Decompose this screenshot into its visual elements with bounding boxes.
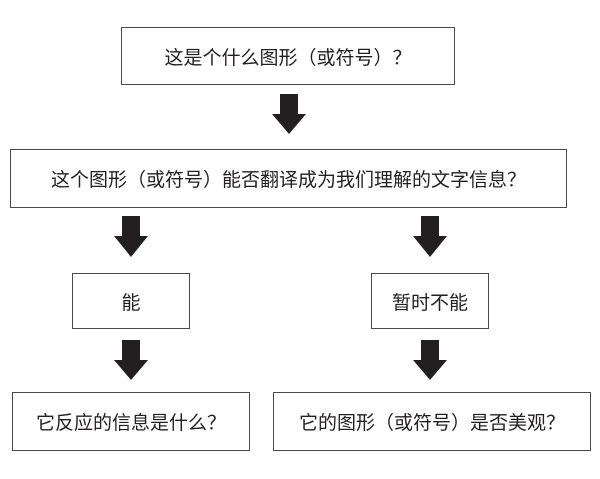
arrow-down-icon — [413, 340, 447, 380]
arrow-down-icon — [114, 340, 148, 380]
branch-box-yes: 能 — [72, 273, 190, 329]
result-is-it-beautiful-text: 它的图形（或符号）是否美观？ — [298, 412, 565, 434]
branch-box-not-yet: 暂时不能 — [371, 273, 489, 329]
arrow-down-icon — [114, 216, 148, 257]
question-box-translatable: 这个图形（或符号）能否翻译成为我们理解的文字信息？ — [10, 149, 567, 208]
arrow-down-icon — [272, 94, 306, 134]
result-what-information-text: 它反应的信息是什么？ — [35, 412, 226, 434]
branch-not-yet-text: 暂时不能 — [391, 291, 468, 314]
branch-yes-text: 能 — [121, 291, 141, 314]
arrow-down-icon — [413, 216, 447, 257]
question-translatable-text: 这个图形（或符号）能否翻译成为我们理解的文字信息？ — [50, 169, 526, 191]
result-box-is-it-beautiful: 它的图形（或符号）是否美观？ — [273, 392, 591, 451]
question-what-is-it-text: 这是个什么图形（或符号）？ — [164, 46, 412, 69]
question-box-what-is-it: 这是个什么图形（或符号）？ — [121, 27, 455, 85]
result-box-what-information: 它反应的信息是什么？ — [12, 392, 250, 451]
